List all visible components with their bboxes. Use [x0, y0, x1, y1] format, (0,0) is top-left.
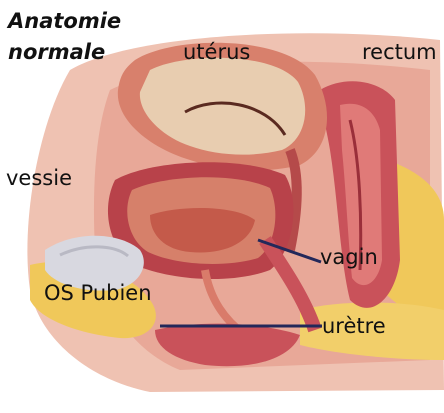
label-vagin: vagin [320, 247, 378, 268]
label-os-pubien: OS Pubien [44, 283, 152, 304]
label-vessie: vessie [6, 168, 72, 189]
title-line-2: normale [8, 37, 121, 68]
title-line-1: Anatomie [8, 6, 121, 37]
label-uretre: urètre [322, 316, 386, 337]
diagram-title: Anatomie normale [8, 6, 121, 68]
label-rectum: rectum [362, 42, 437, 63]
label-uterus: utérus [183, 42, 250, 63]
